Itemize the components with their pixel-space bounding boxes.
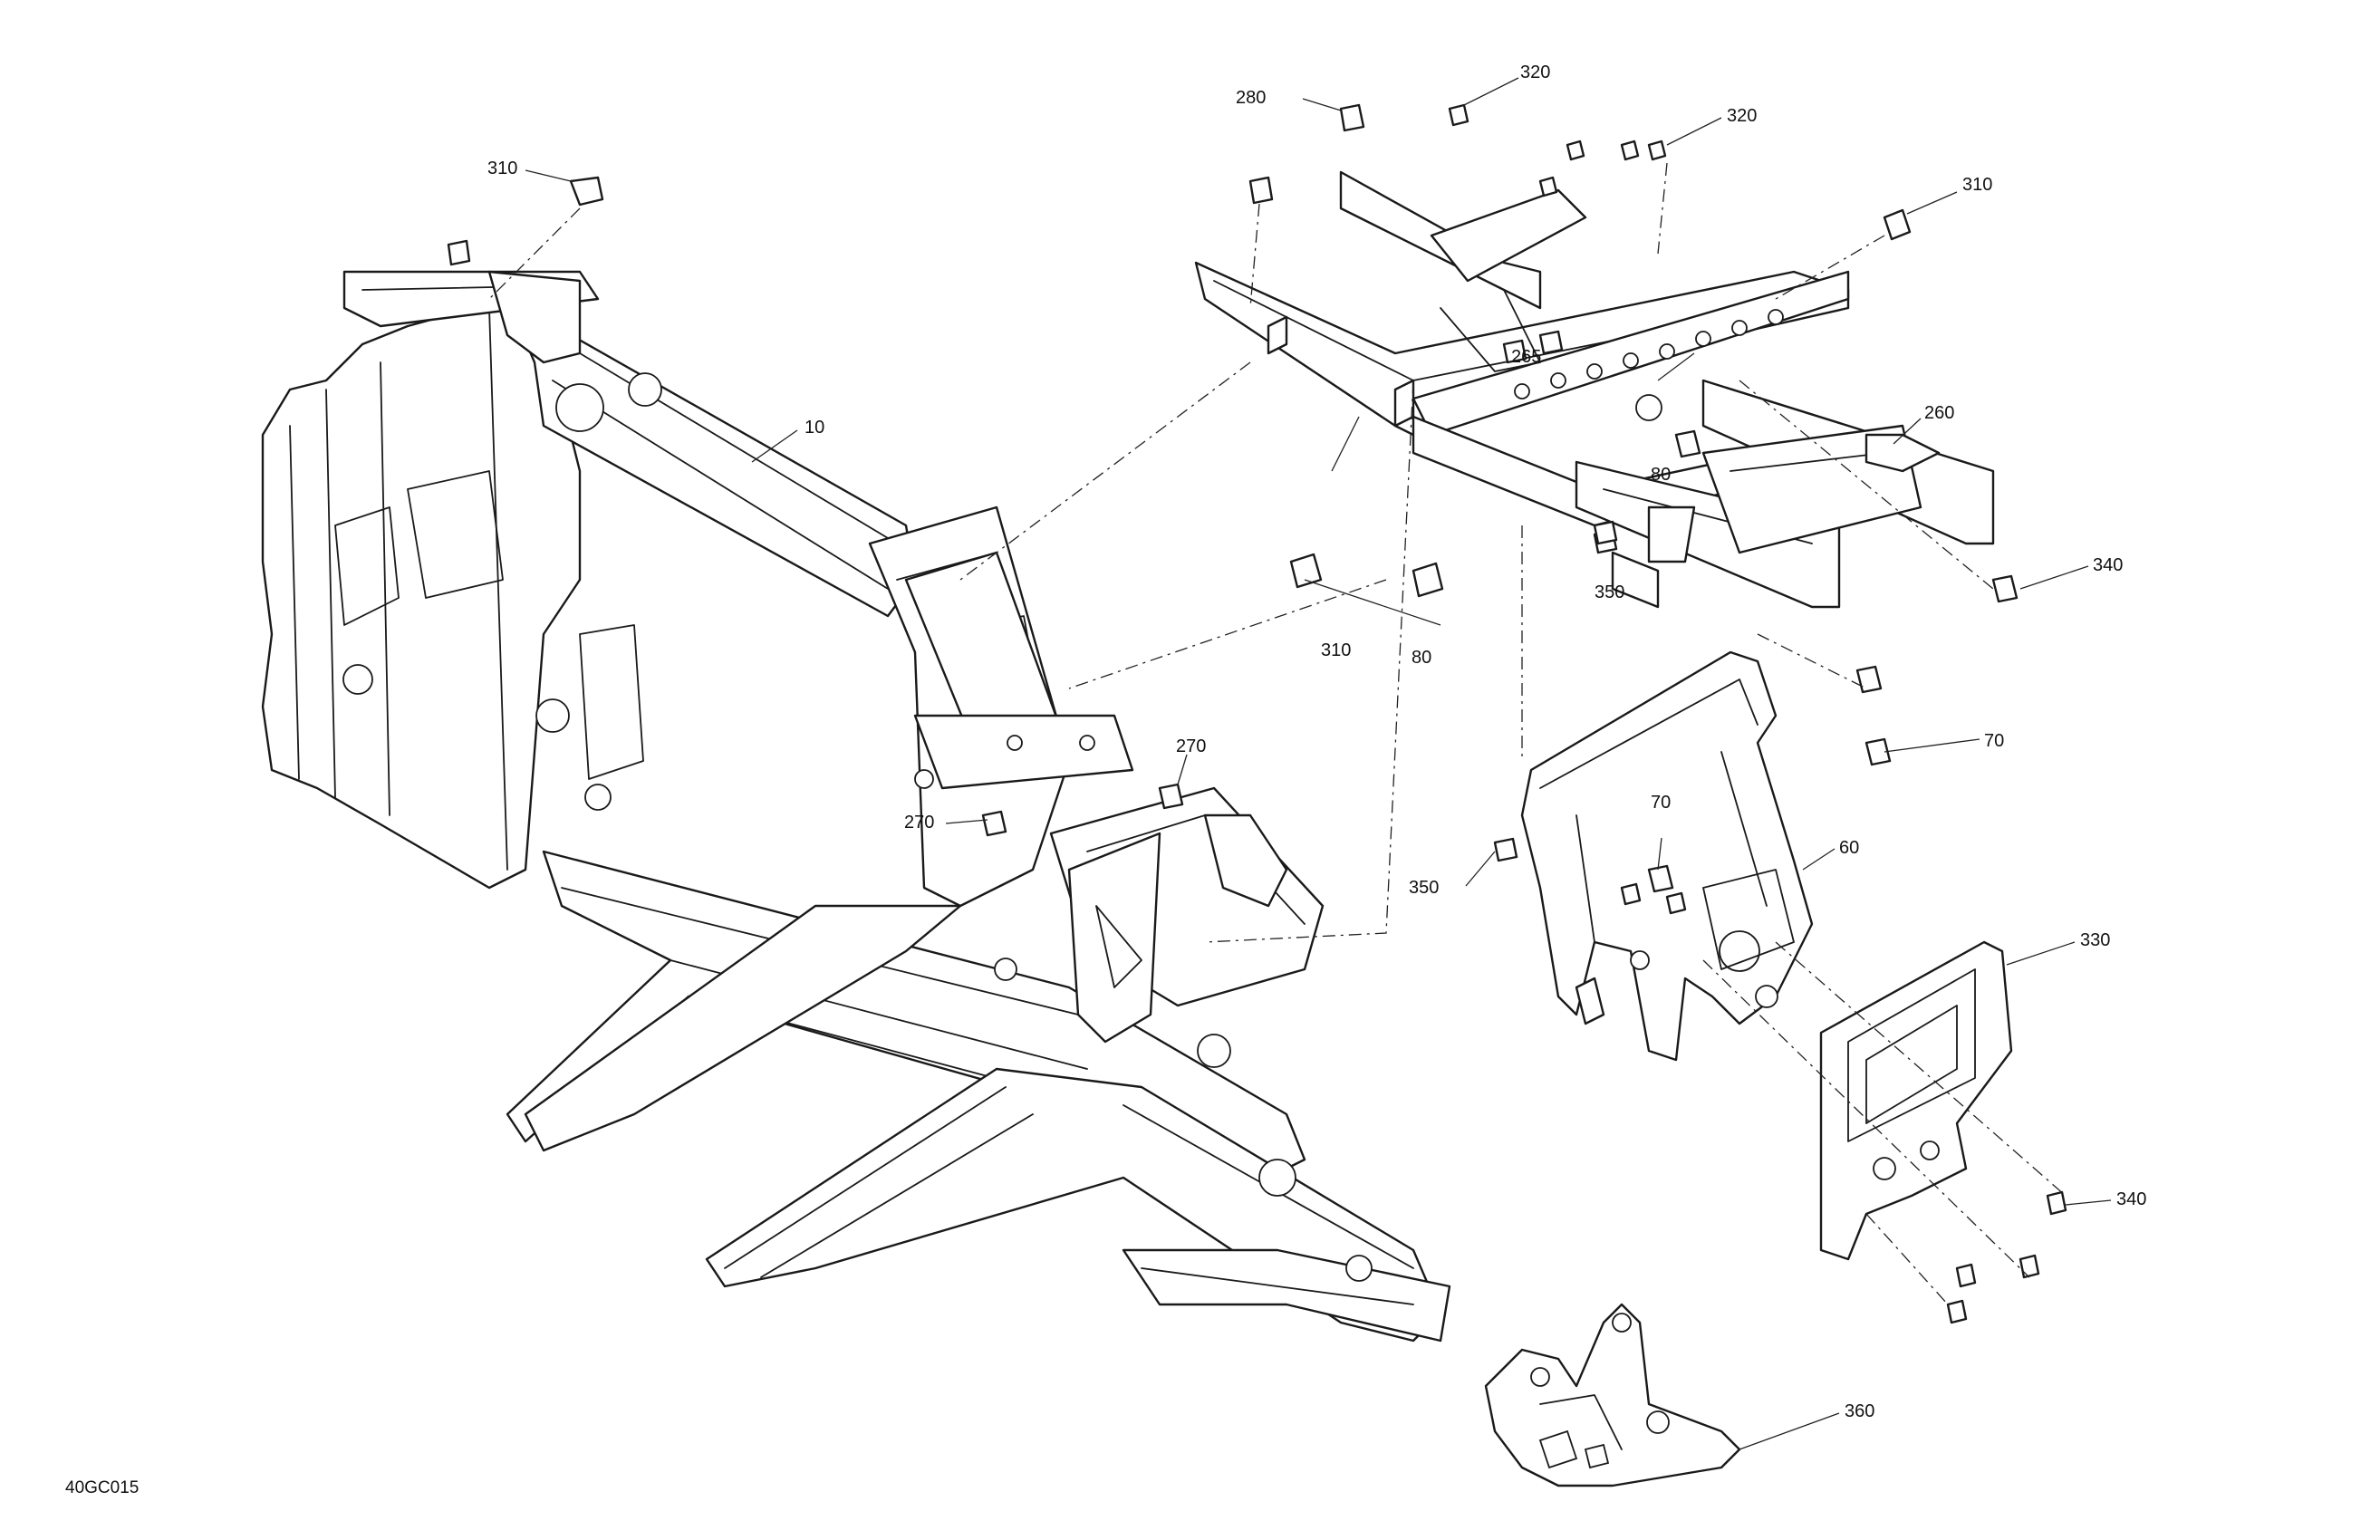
callout-10: 10 (805, 418, 824, 438)
callout-270-top: 270 (1176, 736, 1206, 756)
callout-340-bottom: 340 (2116, 1189, 2146, 1209)
callout-270-left: 270 (904, 813, 934, 833)
callout-labels: 310 280 320 320 310 265 260 10 80 350 34… (487, 63, 2146, 1421)
callout-350-mid: 350 (1409, 878, 1439, 898)
callout-340-top: 340 (2093, 555, 2123, 575)
callout-310-mid: 310 (1321, 640, 1351, 660)
drawing-reference-code: 40GC015 (65, 1478, 139, 1497)
bracket-60 (1520, 650, 1814, 1062)
fasteners (447, 103, 2067, 1324)
callout-310-left: 310 (487, 159, 517, 178)
callout-320-top: 320 (1520, 63, 1550, 82)
callout-360: 360 (1845, 1401, 1874, 1421)
bracket-360 (1484, 1303, 1741, 1487)
callout-280: 280 (1236, 88, 1266, 108)
callout-260: 260 (1924, 403, 1954, 423)
callout-350-top: 350 (1595, 582, 1624, 602)
callout-70-mid: 70 (1651, 793, 1671, 813)
main-frame (261, 270, 1451, 1343)
callout-80-right: 80 (1651, 465, 1671, 485)
alignment-lines (488, 162, 2067, 1305)
callout-70-right: 70 (1984, 731, 2004, 751)
callout-320-right: 320 (1727, 106, 1757, 126)
skid-plate-330 (1819, 940, 2013, 1261)
callout-60: 60 (1839, 838, 1859, 858)
callout-310-right: 310 (1962, 175, 1992, 195)
callout-330: 330 (2080, 930, 2110, 950)
callout-80-mid: 80 (1412, 648, 1431, 668)
rear-subframe (1194, 170, 1995, 609)
leader-lines (525, 77, 2112, 1450)
callout-265: 265 (1511, 347, 1541, 367)
